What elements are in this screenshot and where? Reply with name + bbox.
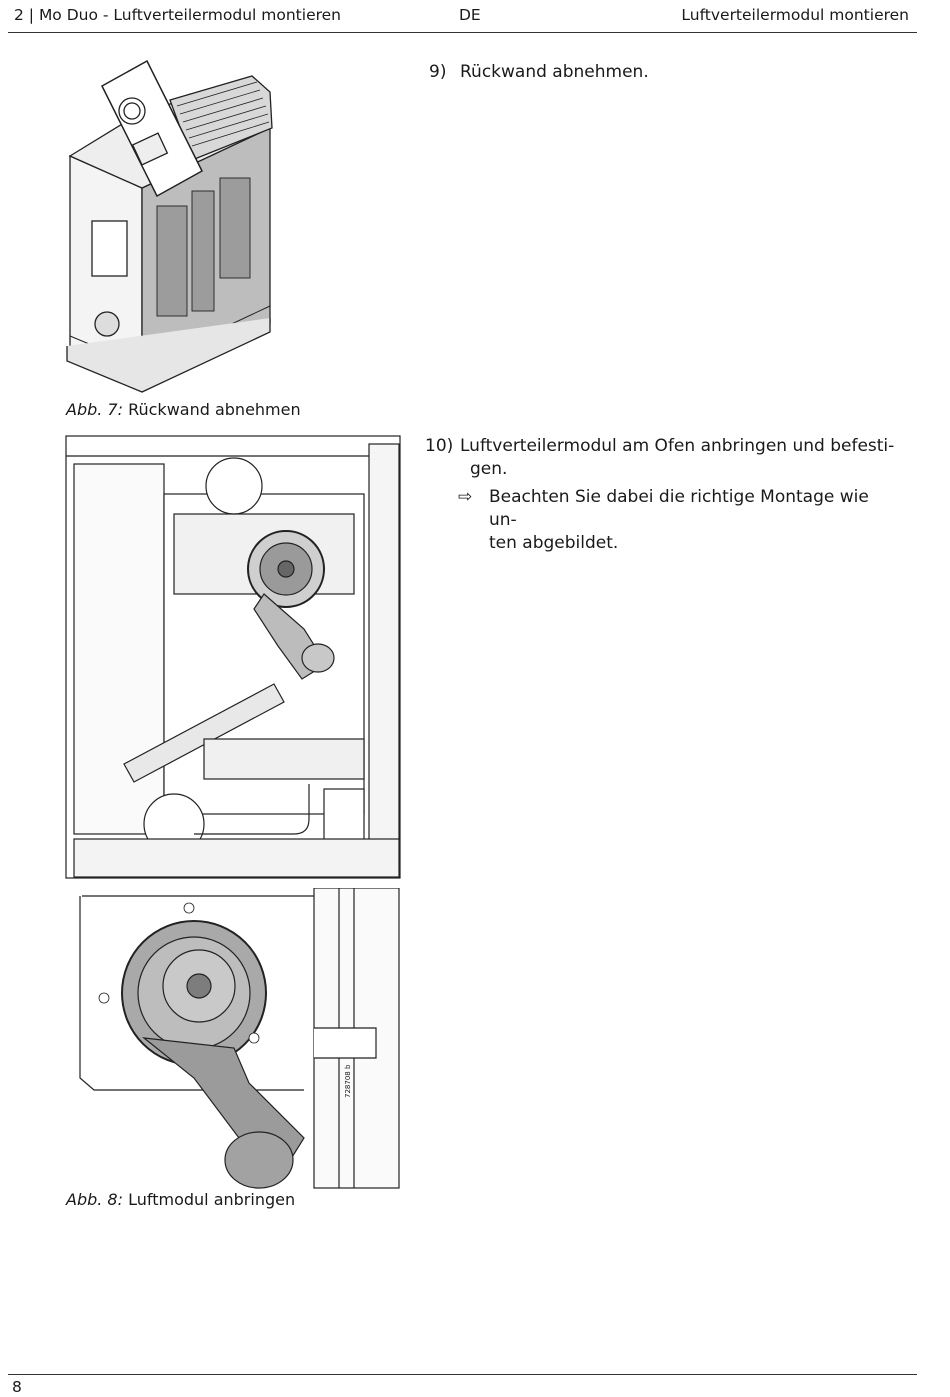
result-text-line1: Beachten Sie dabei die richtige Montage … [489,487,869,530]
figure-8-drawing-code: 728708 b [344,1064,352,1098]
figure-7-label: Abb. 7: [66,400,123,419]
figure-8-caption: Abb. 8: Luftmodul anbringen [66,1190,295,1209]
header-language: DE [459,6,481,24]
figure-8-fan-detail-drawing: 728708 b [64,888,404,1190]
figure-8-rear-view-drawing [64,434,404,882]
result-text-line2: ten abgebildet. [489,533,619,553]
step-10-text-line2: gen. [470,459,508,479]
footer-rule [8,1374,917,1375]
header-chapter-title: Luftverteilermodul montieren [681,6,909,24]
figure-8-caption-text: Luftmodul anbringen [123,1190,296,1209]
figure-7-stove-drawing [62,56,282,396]
step-10-text: Luftverteilermodul am Ofen anbringen und… [460,435,900,481]
result-arrow-icon: ⇨ [458,487,473,507]
step-9-text: Rückwand abnehmen. [460,62,649,82]
page-header: 2 | Mo Duo - Luftverteilermodul montiere… [8,0,917,33]
header-section-title: 2 | Mo Duo - Luftverteilermodul montiere… [14,6,341,24]
page-number: 8 [12,1378,22,1396]
step-10-result-text: Beachten Sie dabei die richtige Montage … [489,486,899,555]
figure-7-caption-text: Rückwand abnehmen [123,400,301,419]
figure-7-caption: Abb. 7: Rückwand abnehmen [66,400,301,419]
figure-8-label: Abb. 8: [66,1190,123,1209]
step-10-number: 10) [425,436,454,456]
step-9-number: 9) [429,62,447,82]
step-10-text-line1: Luftverteilermodul am Ofen anbringen und… [460,436,895,456]
